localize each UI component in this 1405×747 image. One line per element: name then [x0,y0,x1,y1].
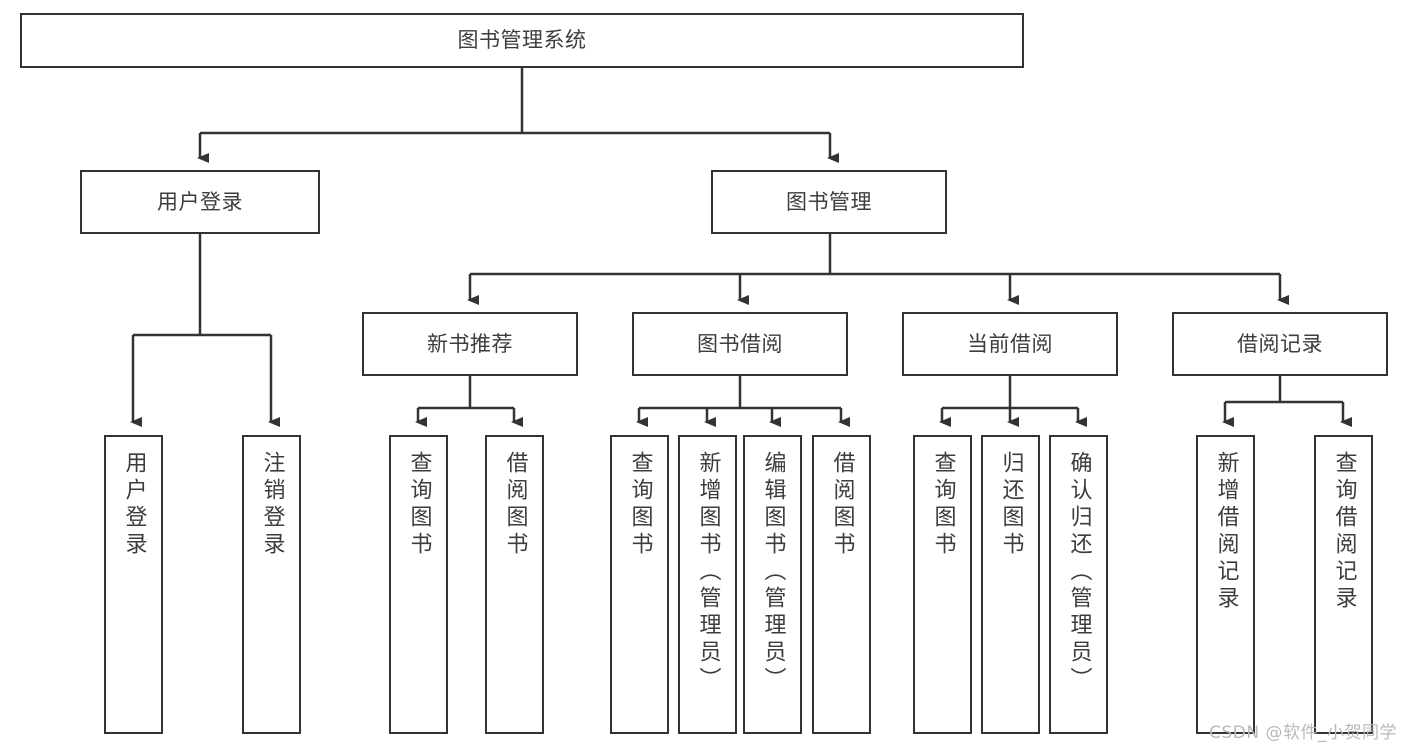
node-book-manage-label: 图书管理 [786,189,872,214]
node-book-borrow[interactable]: 图书借阅 [632,312,848,376]
node-book-borrow-label: 图书借阅 [697,331,783,356]
leaf-user-login-label: 用户登录 [121,451,147,559]
leaf-borrow-book-2-label: 借阅图书 [829,451,855,559]
leaf-query-record[interactable]: 查询借阅记录 [1314,435,1373,734]
leaf-add-record-label: 新增借阅记录 [1213,451,1239,613]
leaf-query-record-label: 查询借阅记录 [1331,451,1357,613]
leaf-edit-book-label: 编辑图书（管理员） [760,451,786,694]
leaf-add-record[interactable]: 新增借阅记录 [1196,435,1255,734]
leaf-add-book-label: 新增图书（管理员） [695,451,721,694]
leaf-logout-label: 注销登录 [259,451,285,559]
leaf-query-book-2[interactable]: 查询图书 [610,435,669,734]
leaf-query-book-2-label: 查询图书 [627,451,653,559]
leaf-borrow-book-1-label: 借阅图书 [502,451,528,559]
watermark: CSDN @软件_小贺同学 [1209,723,1397,743]
leaf-return-book-label: 归还图书 [998,451,1024,559]
node-user-login-label: 用户登录 [157,189,243,214]
node-borrow-record-label: 借阅记录 [1237,331,1323,356]
node-root-label: 图书管理系统 [457,28,587,53]
leaf-borrow-book-2[interactable]: 借阅图书 [812,435,871,734]
leaf-user-login[interactable]: 用户登录 [104,435,163,734]
leaf-return-book[interactable]: 归还图书 [981,435,1040,734]
leaf-confirm-return[interactable]: 确认归还（管理员） [1049,435,1108,734]
leaf-query-book-1[interactable]: 查询图书 [389,435,448,734]
node-current-borrow-label: 当前借阅 [967,331,1053,356]
node-book-manage[interactable]: 图书管理 [711,170,947,234]
leaf-query-book-3[interactable]: 查询图书 [913,435,972,734]
leaf-borrow-book-1[interactable]: 借阅图书 [485,435,544,734]
node-current-borrow[interactable]: 当前借阅 [902,312,1118,376]
node-borrow-record[interactable]: 借阅记录 [1172,312,1388,376]
node-new-book-recommend[interactable]: 新书推荐 [362,312,578,376]
leaf-edit-book[interactable]: 编辑图书（管理员） [743,435,802,734]
leaf-logout[interactable]: 注销登录 [242,435,301,734]
leaf-add-book[interactable]: 新增图书（管理员） [678,435,737,734]
node-root[interactable]: 图书管理系统 [20,13,1024,68]
node-new-book-recommend-label: 新书推荐 [427,331,513,356]
leaf-query-book-3-label: 查询图书 [930,451,956,559]
node-user-login[interactable]: 用户登录 [80,170,320,234]
leaf-confirm-return-label: 确认归还（管理员） [1066,451,1092,694]
leaf-query-book-1-label: 查询图书 [406,451,432,559]
